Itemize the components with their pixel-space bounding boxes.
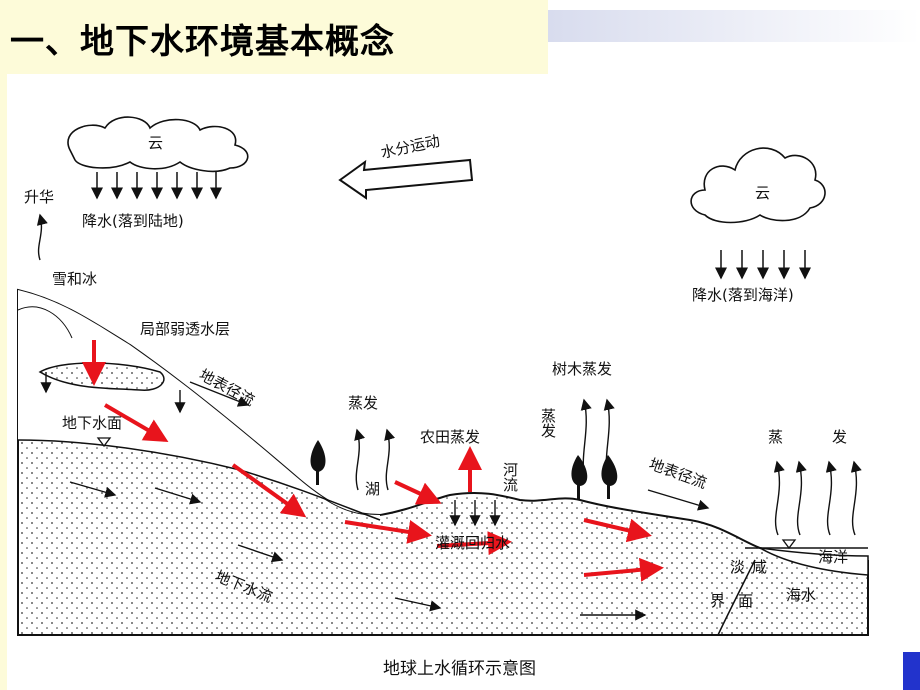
red-arrows — [82, 340, 664, 582]
label-cloud-right: 云 — [755, 184, 770, 202]
label-cloud-left: 云 — [148, 134, 163, 152]
label-evap-vertical: 蒸发 — [539, 408, 557, 438]
water-table-zone — [18, 290, 380, 520]
cloud-left — [67, 116, 249, 173]
page-title: 一、地下水环境基本概念 — [10, 22, 395, 62]
label-water-movement: 水分运动 — [379, 132, 441, 162]
water-table-symbol — [96, 437, 112, 448]
left-strip — [0, 74, 7, 690]
label-evap-mid: 蒸发 — [348, 394, 378, 412]
precip-land-arrows — [91, 172, 222, 200]
label-precip-land: 降水(落到陆地) — [82, 212, 184, 230]
label-sublimation: 升华 — [24, 188, 54, 206]
diagram-caption: 地球上水循环示意图 — [383, 659, 536, 679]
label-snow-ice: 雪和冰 — [52, 270, 97, 288]
label-fresh-salt-1: 淡 — [730, 558, 745, 576]
precip-sea-arrows — [715, 250, 811, 280]
label-lake: 湖 — [365, 480, 380, 498]
water-table-line — [17, 439, 381, 521]
label-tree-evap: 树木蒸发 — [552, 360, 612, 378]
label-perched-layer: 局部弱透水层 — [140, 320, 230, 338]
label-ocean: 海洋 — [818, 548, 848, 566]
label-evap-sea-1: 蒸 — [768, 428, 783, 446]
ground-layer — [17, 288, 869, 636]
title-bar — [0, 0, 548, 74]
label-interface-2: 面 — [738, 592, 753, 610]
corner-block — [903, 652, 920, 690]
cloud-right — [690, 147, 826, 224]
flow-arrows — [40, 372, 710, 621]
label-surface-runoff-right: 地表径流 — [647, 455, 710, 492]
snow-cap — [17, 306, 73, 339]
sea-level-symbol — [781, 539, 797, 550]
label-interface-1: 界 — [710, 592, 725, 610]
trees — [310, 440, 618, 499]
label-precip-sea: 降水(落到海洋) — [692, 286, 794, 304]
label-seawater: 海水 — [786, 586, 816, 604]
saltwater-interface — [717, 559, 756, 636]
label-field-evap: 农田蒸发 — [420, 428, 480, 446]
label-evap-sea-2: 发 — [832, 428, 847, 446]
ocean — [759, 547, 869, 576]
gradient-band — [548, 10, 920, 42]
evaporation-arrows — [36, 213, 862, 536]
label-irrigation-return: 灌溉回归水 — [435, 534, 510, 552]
label-fresh-salt-2: 咸 — [752, 558, 767, 576]
label-river: 河流 — [501, 462, 519, 493]
water-movement-arrow — [338, 158, 474, 200]
label-water-table: 地下水面 — [62, 414, 122, 432]
